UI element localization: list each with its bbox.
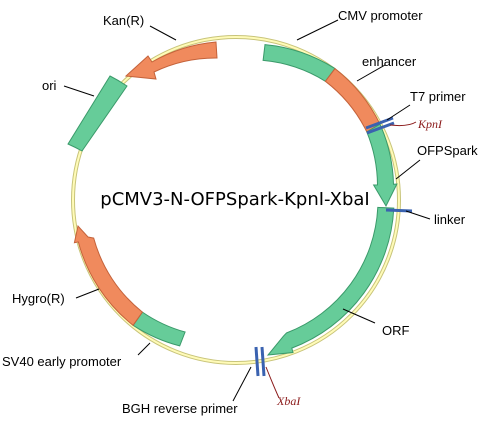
ofpspark-segment — [366, 123, 398, 208]
kan-label: Kan(R) — [103, 13, 144, 28]
plasmid-name: pCMV3-N-OFPSpark-KpnI-XbaI — [100, 189, 369, 210]
kpni-site-label: KpnI — [417, 117, 443, 131]
hygro-segment — [73, 224, 144, 327]
hygro-label: Hygro(R) — [12, 291, 65, 306]
orf-label: ORF — [382, 323, 410, 338]
bgh-reverse-primer-label: BGH reverse primer — [122, 401, 238, 416]
sv40-early-promoter-segment — [132, 311, 186, 347]
enhancer-label: enhancer — [362, 54, 417, 69]
sv40-early-promoter-label: SV40 early promoter — [2, 354, 122, 369]
linker-label: linker — [434, 212, 466, 227]
backbone-ring — [72, 36, 400, 364]
orf-segment — [266, 206, 395, 356]
kpni-site-marks — [365, 116, 395, 135]
enhancer-segment — [324, 67, 381, 133]
xbai-site-label: XbaI — [276, 394, 301, 408]
ofpspark-label: OFPSpark — [417, 143, 478, 158]
xbai-site-marks — [254, 346, 266, 377]
cmv-promoter-label: CMV promoter — [338, 8, 423, 23]
kan-segment — [124, 41, 218, 80]
ori-label: ori — [42, 78, 57, 93]
t7-primer-label: T7 primer — [410, 89, 466, 104]
ori-segment — [67, 75, 128, 152]
linker-mark — [385, 208, 413, 213]
leader-lines — [63, 19, 431, 402]
